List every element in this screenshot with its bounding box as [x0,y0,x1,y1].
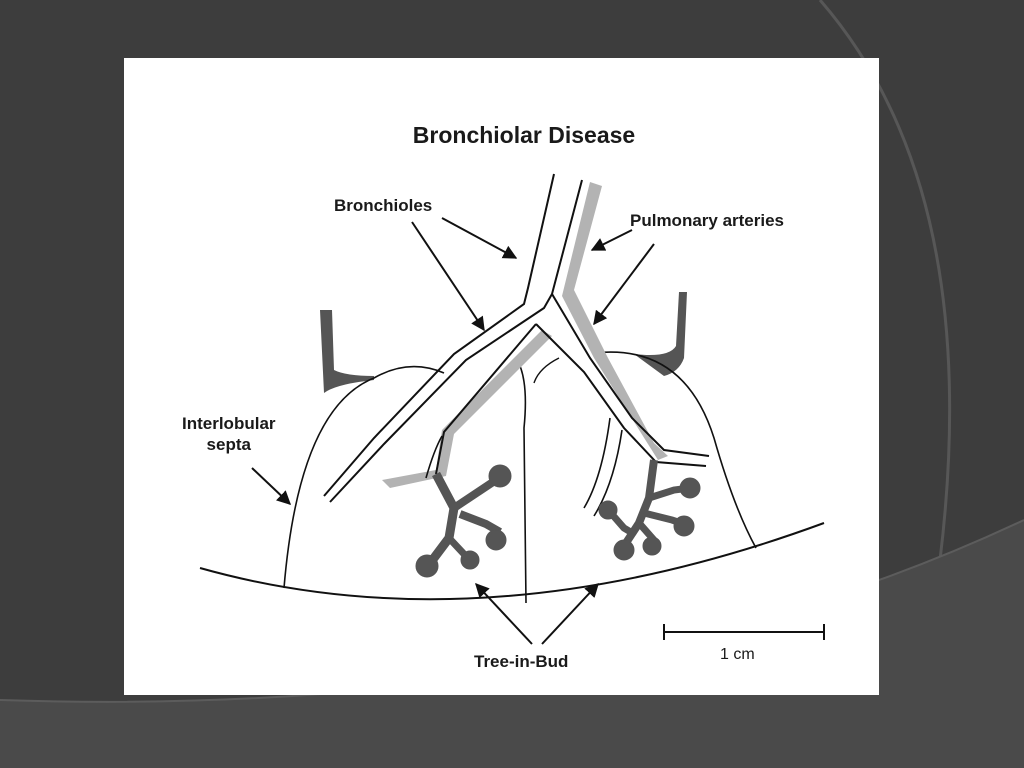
pulmonary-artery-left-branch [382,330,552,488]
label-septa-line2: septa [206,435,251,454]
bronchiole-left-branch-small [435,323,537,475]
background-arc-large [0,520,1024,768]
scale-bar [663,624,825,640]
arrow-pulmonary-1 [590,229,633,251]
tree-in-bud-left [415,464,512,578]
left-lobule-boundary [283,365,445,589]
middle-septum-line [515,357,527,604]
left-septum-stub [320,310,374,393]
figure-panel: Bronchiolar Disease Bronchioles Pulmonar… [124,58,879,695]
bronchiole-right-branch-inner [535,323,707,467]
label-scale-bar: 1 cm [720,646,755,663]
label-interlobular-septa: Interlobular septa [182,413,276,455]
bronchiole-wall-left [323,173,555,497]
tree-in-bud-right [598,459,701,561]
arrow-tree-in-bud-1 [475,582,533,645]
arrow-septa [251,467,292,505]
bronchiolar-diagram [199,173,825,645]
right-septum-stub [634,292,687,376]
arrow-tree-in-bud-2 [541,582,599,645]
label-tree-in-bud: Tree-in-Bud [474,652,569,671]
label-bronchioles: Bronchioles [334,196,433,215]
middle-septum-line-right [533,357,560,384]
bronchiole-right-lower-b [593,429,623,517]
label-septa-line1: Interlobular [182,414,276,433]
pleural-surface [199,522,825,601]
diagram-title: Bronchiolar Disease [412,122,636,148]
arrow-bronchioles-1 [441,217,518,259]
bronchiole-wall-right [329,179,583,503]
label-pulmonary-arteries: Pulmonary arteries [630,211,785,230]
pulmonary-artery [562,182,668,460]
bronchiole-left-branch-small-b [425,435,443,479]
bronchiole-right-branch-outer [551,293,710,457]
bronchiole-right-lower-a [583,417,611,509]
arrow-pulmonary-2 [593,243,655,326]
arrow-bronchioles-2 [411,221,485,332]
right-lobule-boundary [593,351,757,549]
